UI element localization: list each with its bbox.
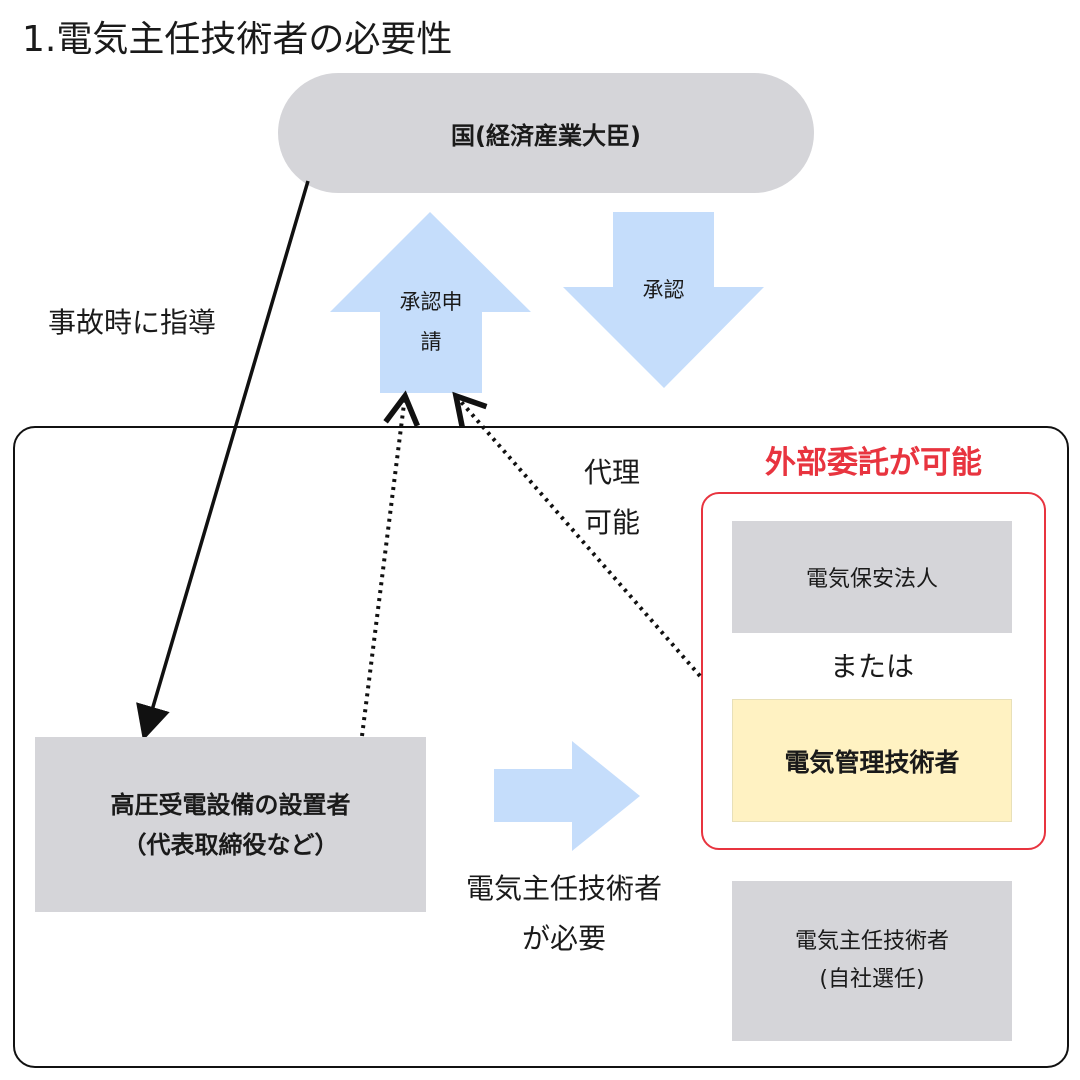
government-label: 国(経済産業大臣) <box>451 121 641 150</box>
setter-box: 高圧受電設備の設置者 （代表取締役など） <box>35 737 426 912</box>
outsource-label: 外部委託が可能 <box>765 445 982 481</box>
guidance-label: 事故時に指導 <box>48 306 217 339</box>
approval-request-label: 承認申 請 <box>399 290 463 354</box>
jisha-box: 電気主任技術者 (自社選任) <box>732 881 1012 1041</box>
hojin-box: 電気保安法人 <box>732 521 1012 633</box>
need-label: 電気主任技術者 が必要 <box>465 872 662 955</box>
outsource-group <box>701 492 1046 850</box>
proxy-label: 代理 可能 <box>584 456 641 539</box>
government-node: 国(経済産業大臣) <box>278 73 814 193</box>
kanri-box: 電気管理技術者 <box>732 699 1012 822</box>
or-label: または <box>829 650 914 683</box>
approval-label: 承認 <box>642 278 685 302</box>
page-title: 1.電気主任技術者の必要性 <box>22 19 453 60</box>
